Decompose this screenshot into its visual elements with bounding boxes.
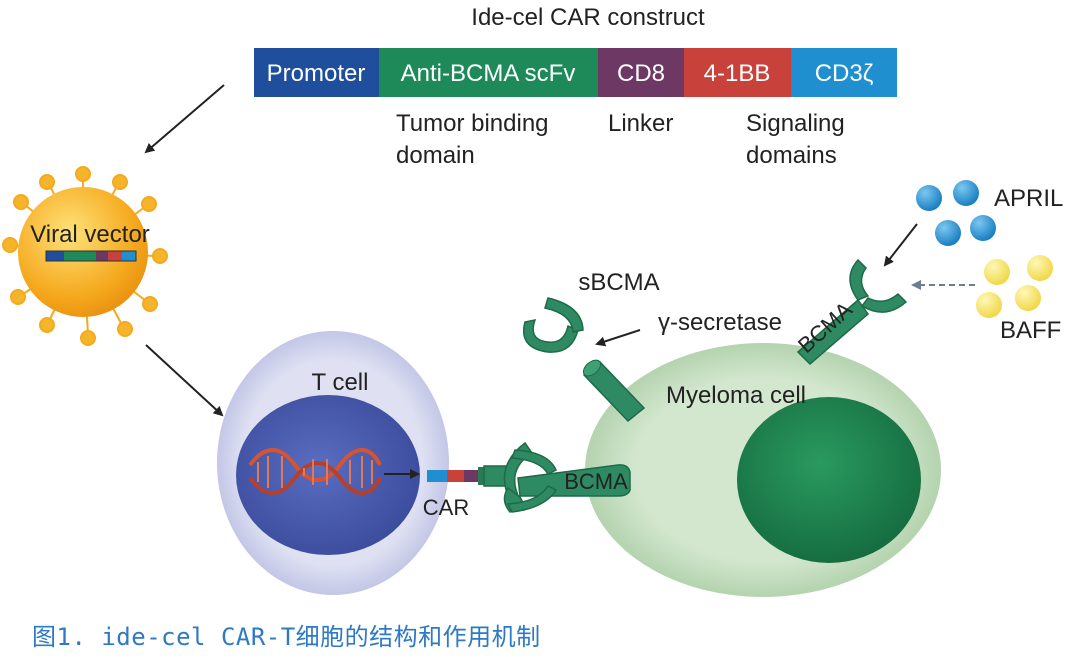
construct-title: Ide-cel CAR construct xyxy=(471,4,705,31)
soluble-bcma: sBCMA xyxy=(523,269,660,353)
myeloma-cell: Myeloma cell xyxy=(585,343,941,597)
april-label: APRIL xyxy=(994,185,1063,212)
signaling-label-line2: domains xyxy=(746,142,837,169)
bcma-receptor-membrane: BCMA xyxy=(793,258,908,366)
segment-4-1bb-label: 4-1BB xyxy=(704,60,771,87)
april-ligand xyxy=(916,180,996,246)
bcma-bound-label: BCMA xyxy=(564,469,628,494)
segment-promoter-label: Promoter xyxy=(267,60,366,87)
gamma-secretase-label: γ-secretase xyxy=(658,309,782,336)
viral-vector-label: Viral vector xyxy=(30,221,150,248)
arrow-secretase xyxy=(595,329,641,347)
segment-anti-bcma-scfv xyxy=(379,48,598,97)
figure-caption: 图1. ide-cel CAR-T细胞的结构和作用机制 xyxy=(32,623,541,651)
arrow-vector-to-tcell xyxy=(145,344,224,417)
viral-genome-construct xyxy=(45,250,137,262)
baff-ligand xyxy=(976,255,1053,318)
t-cell: T cell xyxy=(217,331,449,595)
segment-promoter xyxy=(254,48,379,97)
car-label: CAR xyxy=(423,495,469,520)
t-cell-label: T cell xyxy=(312,369,369,396)
segment-anti-bcma-scfv-label: Anti-BCMA scFv xyxy=(401,60,576,87)
segment-cd3z-label: CD3ζ xyxy=(815,60,874,87)
linker-label: Linker xyxy=(608,110,673,137)
viral-vector: Viral vector xyxy=(2,166,168,346)
signaling-label-line1: Signaling xyxy=(746,110,845,137)
arrow-april xyxy=(883,223,918,267)
sbcma-label: sBCMA xyxy=(578,269,659,296)
myeloma-cell-label: Myeloma cell xyxy=(666,382,806,409)
segment-cd8-label: CD8 xyxy=(617,60,665,87)
myeloma-nucleus xyxy=(737,397,921,563)
viral-spikes xyxy=(2,166,168,346)
bcma-stub xyxy=(582,359,646,423)
tumor-binding-label-line2: domain xyxy=(396,142,475,169)
construct-bar: Promoter Anti-BCMA scFv CD8 4-1BB CD3ζ xyxy=(254,48,897,97)
baff-label: BAFF xyxy=(1000,317,1061,344)
segment-cd3z xyxy=(791,48,897,97)
arrow-construct-to-vector xyxy=(144,84,225,154)
segment-4-1bb xyxy=(684,48,791,97)
tumor-binding-label-line1: Tumor binding xyxy=(396,110,549,137)
dna-helix xyxy=(248,448,382,495)
segment-cd8 xyxy=(598,48,684,97)
bcma-receptor-bound: BCMA xyxy=(503,441,631,513)
